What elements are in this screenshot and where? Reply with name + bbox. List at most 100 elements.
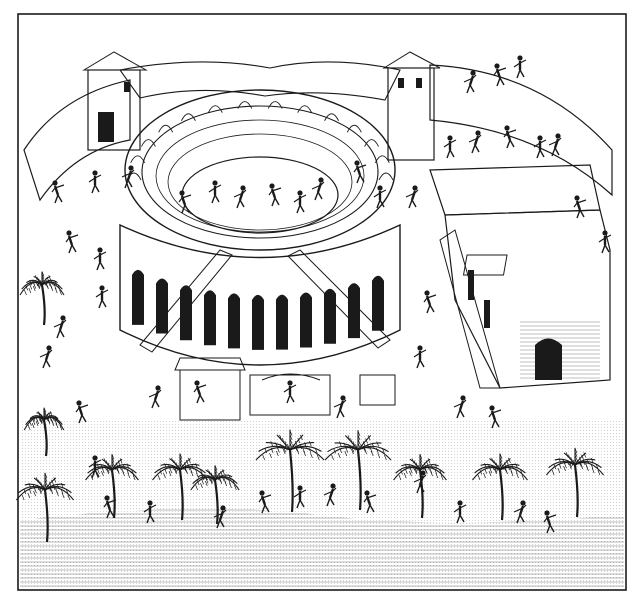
- palm-tree: [85, 454, 139, 519]
- figure: [121, 165, 135, 189]
- arch: [132, 269, 144, 325]
- figure: [148, 385, 162, 409]
- palm-tree: [393, 454, 447, 519]
- figure: [463, 70, 477, 94]
- upper-arch: [346, 124, 362, 133]
- velarium-awning: [119, 61, 401, 101]
- upper-arch: [207, 105, 223, 113]
- figure: [95, 285, 109, 309]
- arch: [300, 292, 312, 348]
- figure: [413, 345, 427, 369]
- upper-arch: [364, 139, 379, 147]
- figure: [468, 130, 482, 154]
- upper-arch: [130, 155, 146, 163]
- figure: [88, 170, 102, 194]
- arch: [276, 294, 288, 350]
- palm-tree: [190, 465, 240, 525]
- upper-arch: [158, 124, 174, 133]
- figure: [353, 160, 367, 184]
- figure: [178, 190, 192, 214]
- figure: [143, 500, 157, 524]
- palm-tree: [545, 447, 605, 518]
- palm-tree: [472, 453, 528, 521]
- figure: [53, 315, 67, 339]
- upper-arch: [267, 101, 283, 109]
- upper-arch: [374, 155, 390, 163]
- figure: [293, 190, 307, 214]
- arch: [252, 294, 264, 350]
- palm-tree: [324, 430, 392, 511]
- stalls: [174, 357, 396, 421]
- arch: [324, 288, 336, 344]
- figure: [423, 290, 437, 314]
- gate-tower-left: [82, 51, 148, 151]
- arch: [228, 293, 240, 349]
- figure: [75, 400, 89, 424]
- palm-tree: [19, 271, 65, 326]
- city-wall-right: [429, 64, 613, 197]
- stair-left: [139, 249, 233, 353]
- arch: [204, 290, 216, 346]
- figure: [533, 135, 547, 159]
- figure: [513, 500, 527, 524]
- figure: [453, 500, 467, 524]
- upper-arch: [181, 113, 196, 121]
- figure: [598, 230, 612, 254]
- figure: [488, 405, 502, 429]
- figure: [208, 180, 222, 204]
- amphitheater-arches: [132, 269, 384, 350]
- image-border: [17, 13, 627, 591]
- figure: [93, 247, 107, 271]
- figure: [443, 135, 457, 159]
- figure: [193, 380, 207, 404]
- palm-tree: [23, 407, 65, 457]
- figure: [311, 177, 325, 201]
- foreground-hatching: [20, 508, 624, 588]
- figure: [268, 183, 282, 207]
- figure: [405, 185, 419, 209]
- stair-right: [287, 249, 391, 349]
- city-wall-left: [23, 79, 131, 202]
- figure: [39, 345, 53, 369]
- ludus-building: [429, 164, 611, 389]
- figure: [493, 63, 507, 87]
- amphitheater: [119, 89, 401, 366]
- figure: [373, 185, 387, 209]
- upper-arch: [324, 113, 339, 121]
- arch: [372, 275, 384, 331]
- arch: [180, 285, 192, 341]
- palm-tree: [15, 472, 75, 543]
- upper-arch: [141, 139, 156, 147]
- figure: [213, 505, 227, 529]
- figure: [233, 185, 247, 209]
- figure: [283, 380, 297, 404]
- figure: [543, 510, 557, 534]
- arch: [156, 278, 168, 334]
- figure: [363, 490, 377, 514]
- upper-arch: [297, 105, 313, 113]
- figure: [293, 485, 307, 509]
- upper-arch: [237, 101, 253, 109]
- figure: [258, 490, 272, 514]
- arena-floor: [181, 156, 339, 234]
- upper-arch: [378, 172, 394, 181]
- figure: [51, 180, 65, 204]
- figures: [39, 55, 612, 534]
- figure: [548, 133, 562, 157]
- palm-tree: [152, 453, 208, 521]
- figure: [503, 125, 517, 149]
- figure: [323, 483, 337, 507]
- amphitheater-outer-rim: [124, 89, 396, 251]
- gate-tower-right: [382, 51, 441, 161]
- figure: [333, 395, 347, 419]
- arch: [348, 283, 360, 339]
- palm-tree: [255, 429, 325, 513]
- amphitheater-seating: [141, 105, 379, 239]
- figure: [573, 195, 587, 219]
- figure: [453, 395, 467, 419]
- figure: [65, 230, 79, 254]
- palm-trees: [15, 271, 605, 543]
- figure: [513, 55, 527, 79]
